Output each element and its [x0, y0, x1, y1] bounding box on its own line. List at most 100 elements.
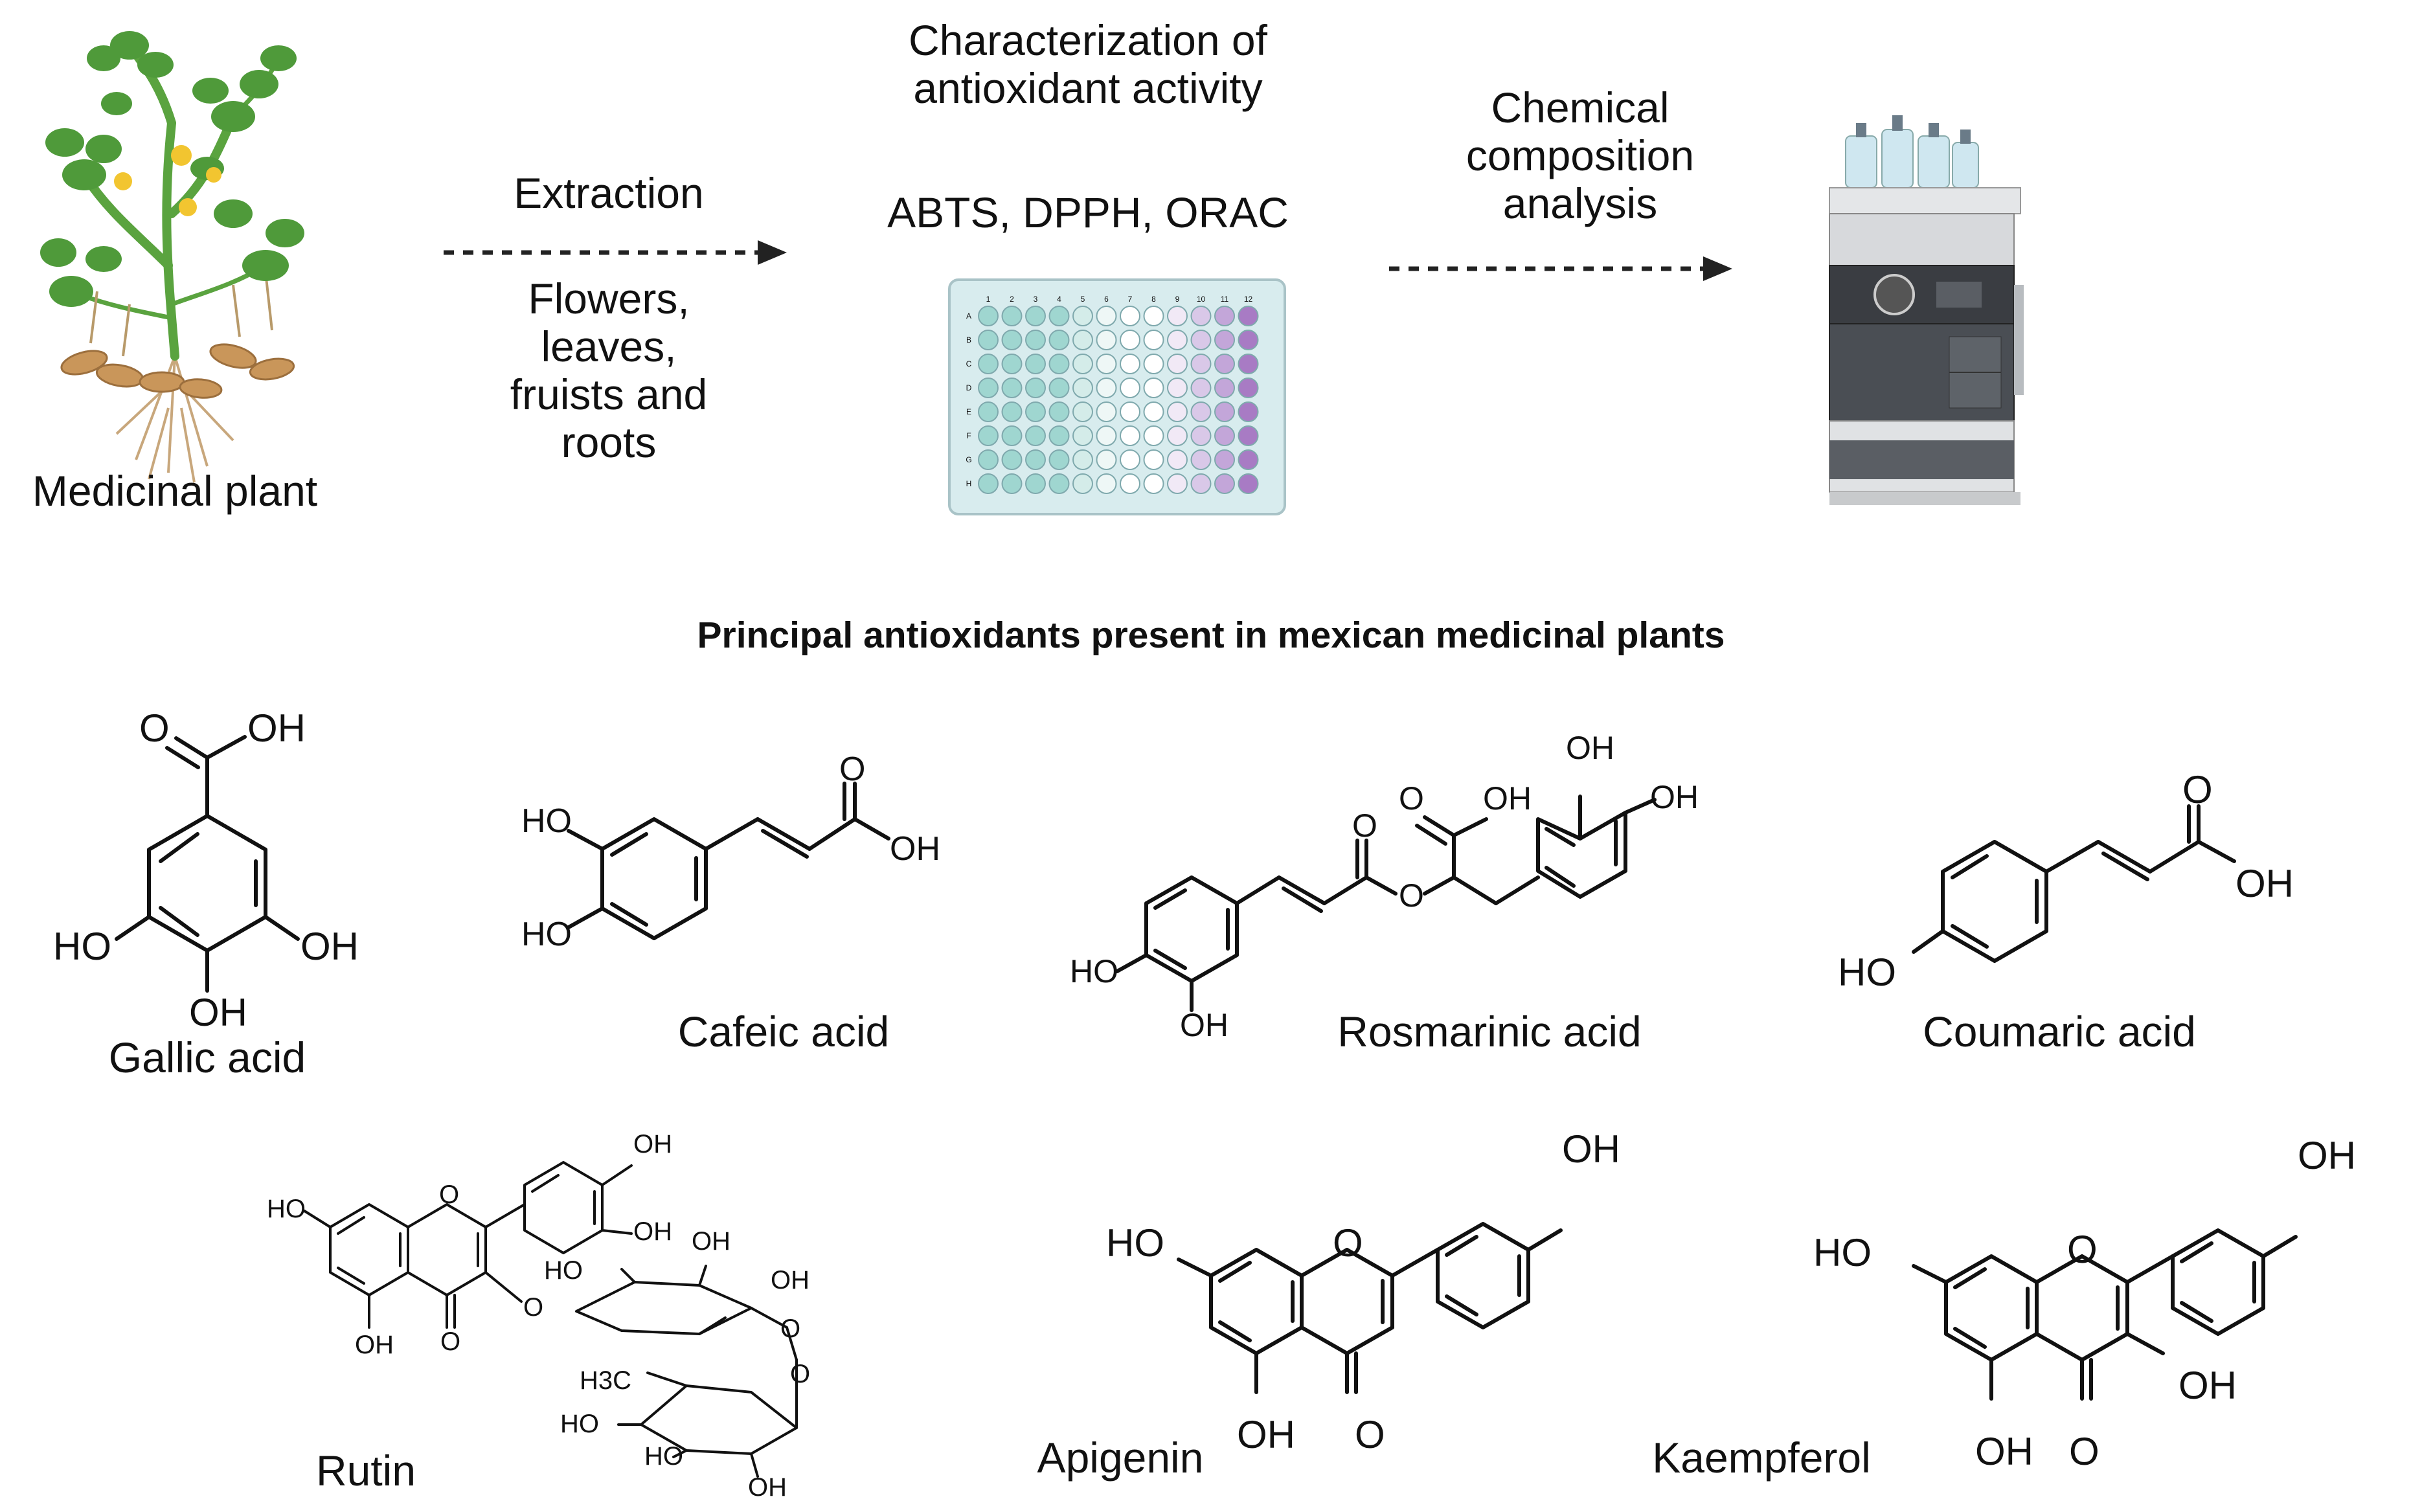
plate-well: [1072, 354, 1093, 374]
gallic-atom: OH: [300, 925, 359, 968]
plate-well: [1167, 401, 1188, 422]
plate-well: [1120, 449, 1140, 470]
plate-well: [1190, 425, 1212, 446]
plate-well: [1048, 401, 1070, 422]
plate-well: [1214, 449, 1235, 470]
plate-well: [1143, 306, 1164, 326]
plate-well: [1167, 354, 1188, 374]
plate-well: [1214, 401, 1235, 422]
compound-name-kaempferol: Kaempferol: [1652, 1434, 1871, 1482]
composition-arrow: [1389, 256, 1732, 281]
plate-well: [1001, 449, 1023, 470]
coumaric-atom: OH: [2235, 862, 2294, 905]
plate-well: [1048, 354, 1070, 374]
rutin-atom: HO: [560, 1410, 599, 1438]
plate-well: [1238, 473, 1259, 494]
cafeic-atom: HO: [521, 916, 572, 953]
hplc-instrument-illustration: [1829, 115, 2024, 505]
plate-well: [1025, 330, 1046, 350]
plate-well: [1214, 306, 1235, 326]
rosmarinic-atom: O: [1399, 780, 1424, 817]
plate-well: [978, 330, 999, 350]
plate-column-label: 7: [1128, 295, 1133, 304]
plate-well: [1120, 378, 1140, 398]
plate-column-label: 6: [1104, 295, 1109, 304]
plate-well: [1190, 473, 1212, 494]
plate-well: [1048, 306, 1070, 326]
composition-label: Chemical composition analysis: [1466, 84, 1695, 227]
plate-well: [1120, 473, 1140, 494]
plate-well: [1072, 401, 1093, 422]
medicinal-plant-illustration: [40, 31, 304, 483]
compound-name-rosmarinic: Rosmarinic acid: [1337, 1008, 1642, 1055]
plate-well: [1214, 378, 1235, 398]
extraction-arrow: [444, 240, 787, 265]
gallic-acid-structure: [115, 735, 300, 993]
plate-well: [1025, 425, 1046, 446]
plate-well: [978, 306, 999, 326]
cafeic-atom: OH: [890, 830, 940, 868]
plate-row-label: F: [966, 431, 971, 440]
plate-well: [978, 354, 999, 374]
plate-well: [1048, 425, 1070, 446]
plate-well: [1238, 378, 1259, 398]
characterization-label: Characterization of antioxidant activity: [909, 16, 1267, 112]
plate-well: [978, 401, 999, 422]
plate-column-label: 10: [1197, 295, 1206, 304]
plate-well: [1096, 401, 1117, 422]
rutin-structure: [303, 1161, 798, 1478]
plate-well: [1096, 378, 1117, 398]
rutin-atom: O: [780, 1315, 800, 1343]
plate-well: [1096, 473, 1117, 494]
rutin-atom: OH: [355, 1331, 394, 1359]
plate-well: [1096, 449, 1117, 470]
plate-well: [1120, 401, 1140, 422]
rutin-atom: H3C: [580, 1366, 631, 1395]
plate-well: [1214, 330, 1235, 350]
plate-column-label: 11: [1221, 295, 1229, 304]
rosmarinic-atom: OH: [1566, 730, 1614, 766]
plate-well: [1190, 401, 1212, 422]
plate-column-label: 4: [1057, 295, 1061, 304]
gallic-atom: O: [139, 706, 170, 750]
coumaric-atom: HO: [1838, 951, 1896, 994]
plate-well: [1025, 401, 1046, 422]
plate-column-label: 12: [1244, 295, 1253, 304]
kaempferol-atom: O: [2069, 1430, 2099, 1473]
compound-name-gallic: Gallic acid: [108, 1033, 306, 1081]
plate-well: [1072, 425, 1093, 446]
plate-well: [1001, 330, 1023, 350]
plate-well: [1190, 306, 1212, 326]
plate-well: [1001, 378, 1023, 398]
plate-well: [1167, 449, 1188, 470]
plate-column-label: 5: [1081, 295, 1085, 304]
plate-well: [1167, 378, 1188, 398]
plate-well: [1072, 473, 1093, 494]
plate-well: [1238, 354, 1259, 374]
plate-well: [1214, 473, 1235, 494]
assays-label: ABTS, DPPH, ORAC: [887, 188, 1289, 236]
plate-row-label: C: [966, 359, 972, 368]
plant-label: Medicinal plant: [32, 467, 318, 515]
cafeic-atom: O: [839, 750, 865, 788]
plate-well: [1025, 306, 1046, 326]
plate-well: [1143, 354, 1164, 374]
plate-well: [1001, 306, 1023, 326]
gallic-atom: HO: [53, 925, 111, 968]
compound-name-apigenin: Apigenin: [1037, 1434, 1204, 1482]
cafeic-acid-structure: [567, 782, 890, 940]
plate-well: [1120, 330, 1140, 350]
kaempferol-atom: O: [2067, 1228, 2098, 1271]
plate-well: [1048, 449, 1070, 470]
rutin-atom: O: [523, 1293, 543, 1322]
plate-row-label: B: [966, 335, 971, 344]
plate-well: [1143, 378, 1164, 398]
rutin-atom: OH: [692, 1227, 730, 1256]
plate-well: [1072, 306, 1093, 326]
compound-name-cafeic: Cafeic acid: [677, 1008, 890, 1055]
plate-column-label: 1: [986, 295, 991, 304]
rutin-atom: O: [439, 1180, 459, 1209]
rutin-atom: OH: [633, 1130, 672, 1158]
plate-well: [1167, 330, 1188, 350]
plate-well: [1238, 425, 1259, 446]
